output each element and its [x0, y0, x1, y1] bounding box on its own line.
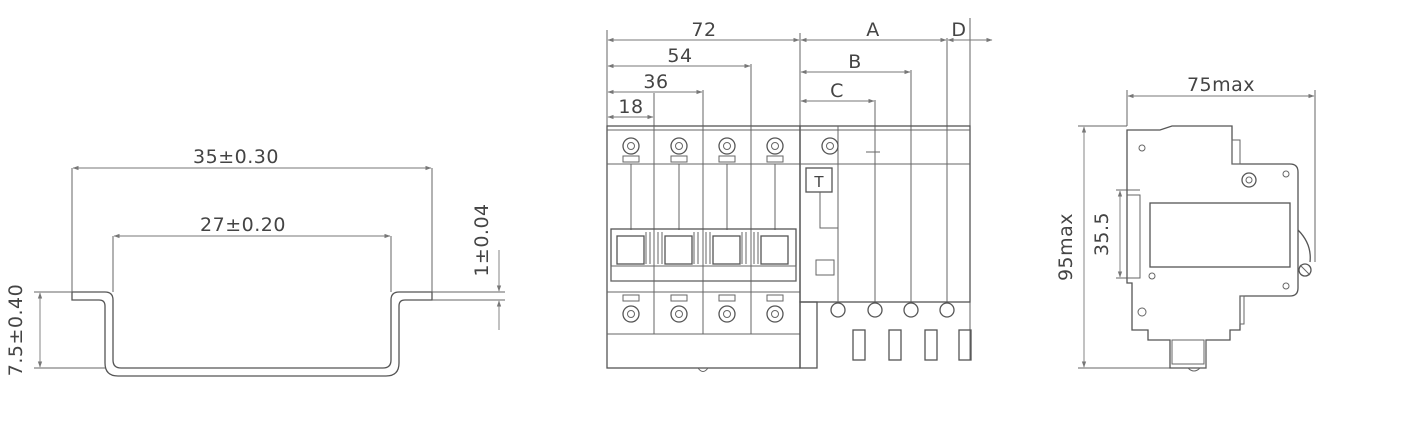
dim-D-label: D — [951, 19, 966, 41]
dim-18-label: 18 — [618, 96, 643, 118]
rail-width-label: 35±0.30 — [193, 146, 279, 168]
dim-36-label: 36 — [643, 71, 668, 93]
rail-inner-label: 27±0.20 — [200, 214, 286, 236]
rail-profile — [71, 291, 433, 377]
bottom-terminal-screws — [622, 294, 784, 323]
side-rail-label: 35.5 — [1091, 212, 1113, 256]
front-view: 72 54 36 18 A B C D — [606, 18, 993, 372]
side-width-label: 75max — [1187, 74, 1255, 96]
rail-thickness-label: 1±0.04 — [471, 203, 493, 276]
top-terminal-screws — [622, 137, 784, 163]
test-button-label: T — [813, 173, 824, 191]
side-view: 75max 95max 35.5 — [1055, 74, 1316, 372]
dim-B-label: B — [848, 51, 862, 73]
side-height-label: 95max — [1055, 213, 1077, 281]
operating-handles — [610, 228, 797, 282]
side-label-window — [1149, 202, 1291, 268]
rail-height-label: 7.5±0.40 — [5, 284, 27, 376]
dim-54-label: 54 — [667, 45, 692, 67]
test-button[interactable] — [805, 167, 833, 193]
din-rail-view: 35±0.30 27±0.20 7.5±0.40 1±0.04 — [5, 146, 505, 377]
dim-A-label: A — [866, 19, 880, 41]
dim-72-label: 72 — [691, 19, 716, 41]
rcd-module: T — [799, 125, 972, 369]
dim-C-label: C — [830, 80, 844, 102]
side-housing — [1126, 125, 1299, 369]
